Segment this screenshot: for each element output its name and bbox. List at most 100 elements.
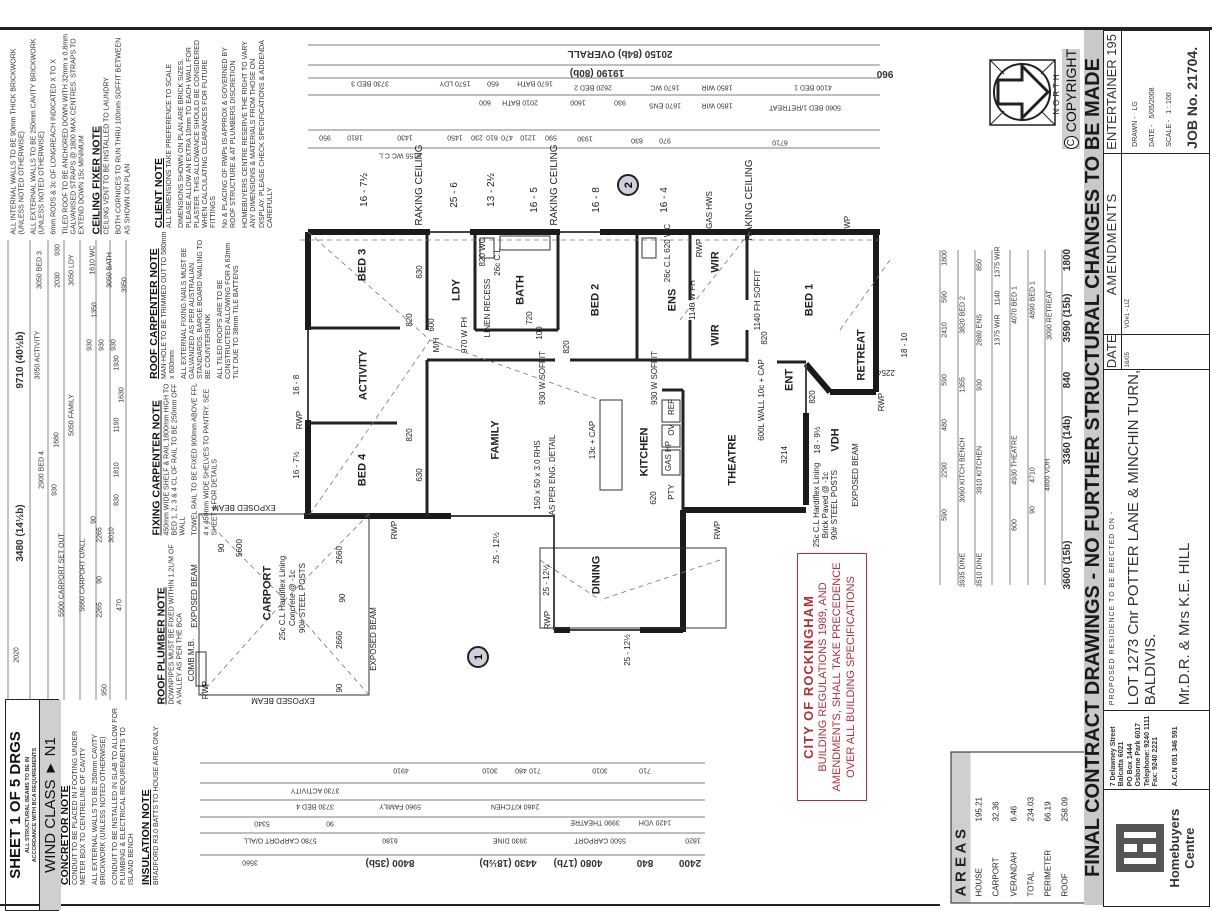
dimension-label: 3480 (14½b) [15,504,26,562]
dimension-label: 3820 BED 2 [959,296,967,334]
sheet-bottom-border [0,904,940,906]
areas-row: VERANDAH 6.46 [1009,759,1018,897]
dimension-label: 3050 BATH [106,252,114,288]
areas-value: 234.03 [1026,797,1036,822]
plan-annotation: EXPOSED BEAM [212,503,276,512]
plan-annotation: 25 - 12½ [542,564,551,596]
dimension-label: 1810 [113,462,121,478]
drawn-label: DRAWN - [1131,116,1139,147]
roof-line [839,259,891,331]
dimension-label: 6180 [382,836,398,844]
dimension-label: 1630 [118,387,126,403]
dimension-label: 3510 DINE [976,552,984,588]
plan-annotation: Brick Paved @ -1c [821,471,830,539]
plan-annotation: GAS HP [664,440,673,472]
room-label: RETREAT [855,329,868,381]
areas-label: VERANDAH [1009,852,1019,897]
toilet-fixture [641,237,657,259]
plan-annotation: 820 [808,390,817,404]
plan-annotation: OV [667,424,676,436]
dimension-label: 480 [515,766,527,774]
dimension-label: 710 [529,766,541,774]
amendment-date: 16/05 [1124,352,1131,368]
areas-title: A R E A S [951,752,971,903]
roof-line [599,559,721,601]
room-label: BED 4 [356,453,369,487]
dimension-label: 1670 BATH [517,79,553,87]
plan-annotation: 820 [562,340,571,354]
council-notice: CITY OF ROCKINGHAM BUILDING REGULATIONS … [797,553,867,801]
dimension-label: 5960 FAMILY [379,802,421,810]
areas-label: CARPORT [991,857,1001,897]
dimension-label: 3560 [242,858,258,866]
roof-line [199,513,286,601]
room-label: VDH [829,428,842,452]
ceiling-height-label: 16 - 5 [529,187,540,213]
dimension-label: 830 [113,494,121,506]
plan-annotation: 2660 [335,546,344,564]
dimension-label: 950 [101,684,109,696]
acn: A.C.N 051 346 591 [1172,726,1180,787]
homebuyers-logo-icon [1115,824,1164,873]
dimension-label: 3590 (15b) [1062,293,1073,343]
dimension-label: 3010 [108,527,116,543]
dimension-label: 1600 [570,98,586,106]
room-label: FAMILY [489,420,502,460]
plan-annotation: EXPOSED BEAM [369,607,378,671]
plan-annotation: 620 [649,491,658,505]
dimension-label: 930 [110,339,118,351]
room-label: ENT [783,369,796,391]
date-label: DATE - [1148,124,1156,147]
dimension-label: 1375 WIR [994,314,1002,346]
dimension-label: 1375 WIR [994,246,1002,278]
plan-annotation: 90 [338,593,347,603]
plan-annotation: 18 - 9½ [813,426,822,454]
dimension-label: 840 [636,857,654,868]
dimension-label: 3060 KITCH BENCH [959,437,967,503]
proposed-label: PROPOSED RESIDENCE TO BE ERECTED ON - [1109,510,1116,706]
address-line: Osborne Park 6017 [1135,722,1143,787]
dimension-label: 2880 ENS [976,314,984,346]
plan-annotation: 25 - 12½ [492,532,501,564]
dimension-label: 8400 (35b) [365,857,415,868]
plan-annotation: 600L WALL 10c + CAP [757,359,766,441]
plan-annotation: 90 [217,543,226,553]
elevation-marker-number: 2 [623,182,635,188]
dimension-label: 2400 [678,857,702,868]
room-label: KITCHEN [638,427,651,477]
job-number: JOB No. 21704. [1184,46,1201,149]
room-label: BED 2 [589,283,602,317]
council-title: CITY OF ROCKINGHAM [801,595,816,759]
plan-annotation: 26c C.L 620 WC [663,223,672,283]
elevation-marker-number: 1 [473,654,485,660]
dimension-label: 1210 [520,133,536,141]
dimension-label: 1610 WC [89,245,97,275]
dimension-label: 850 [976,259,984,271]
dimension-label: 950 [319,133,331,141]
dimension-label: 3090 RETREAT [1046,290,1054,340]
dimension-label: 590 [545,133,557,141]
dimension-label: 2265 [96,527,104,543]
copyright-text: COPYRIGHT [1062,49,1079,133]
dimension-label: 4910 [393,766,409,774]
scale-value: 1 : 100 [1165,92,1173,114]
plan-annotation: Concrete @ -1c [288,569,297,627]
address-line: Fax: 9240 2221 [1151,736,1159,787]
dimension-label: 2010 BATH [502,98,538,106]
dimension-label: 710 [639,766,651,774]
plan-annotation: 630 [415,265,424,279]
room-label: ACTIVITY [357,349,370,401]
dimension-label: 2460 KITCHEN [490,802,540,810]
dimension-label: 2620 BED 2 [574,83,612,91]
dimension-label: 3050 ACTIVITY [34,330,42,380]
design-cell: ENTERTAINER 195 DRAWN - LG DATE - 5/05/2… [1104,31,1209,153]
plan-annotation: RWP [877,392,886,412]
roof-line [539,559,601,601]
plan-annotation: 16 - 7½ [292,451,301,479]
dimension-label: 1450 [447,133,463,141]
areas-value: 6.46 [1009,805,1019,822]
gas-hotplate [661,449,681,476]
copyright-badge: C COPYRIGHT [1062,49,1080,149]
